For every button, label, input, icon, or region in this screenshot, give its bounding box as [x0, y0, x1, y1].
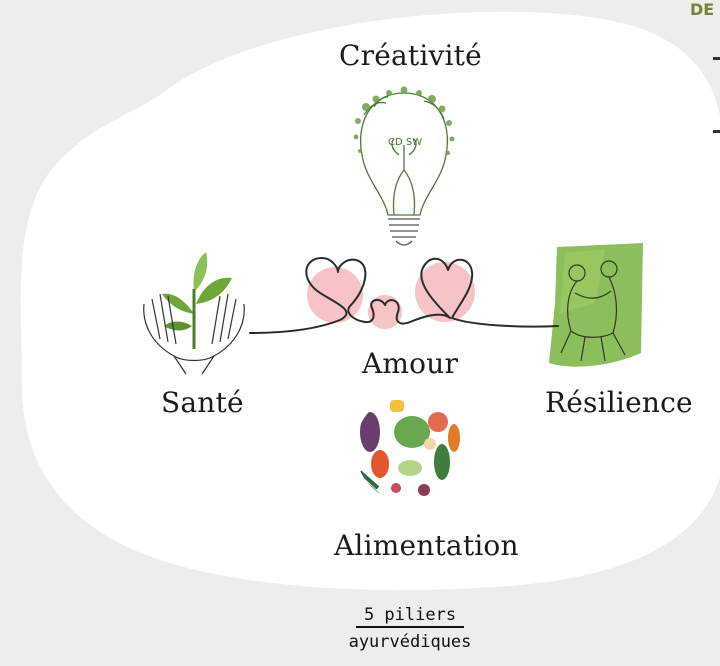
pillar-label-alimentation: Alimentation — [334, 529, 519, 562]
section-title-fragment: DE — [690, 0, 715, 19]
hands-sprout-icon — [143, 252, 245, 375]
bullet-marker — [713, 57, 720, 60]
caption-line-2: ayurvédiques — [348, 632, 472, 652]
diagram-caption: 5 piliers ayurvédiques — [320, 605, 500, 652]
caption-line-1: 5 piliers — [355, 605, 465, 628]
bulb-text: CD SW — [388, 137, 422, 148]
bullet-marker — [713, 130, 720, 133]
pillar-label-resilience: Résilience — [545, 386, 693, 419]
pillar-label-amour: Amour — [362, 347, 459, 380]
pillar-label-sante: Santé — [161, 386, 244, 419]
vegetables-circle-icon — [355, 394, 463, 502]
pillar-label-creativite: Créativité — [339, 39, 482, 72]
couple-watercolor-icon — [549, 243, 643, 367]
lightbulb-icon: CD SW — [353, 86, 455, 246]
